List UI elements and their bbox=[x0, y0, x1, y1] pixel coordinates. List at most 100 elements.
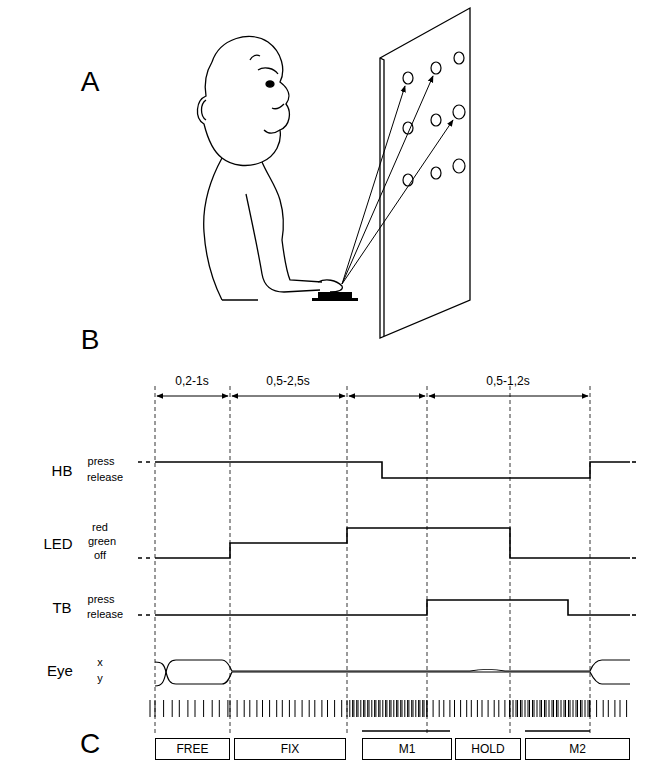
spike-tick bbox=[385, 700, 386, 717]
spike-tick bbox=[244, 700, 245, 717]
signal-label: release bbox=[87, 609, 123, 620]
spike-tick bbox=[400, 700, 401, 717]
reach-arrows bbox=[342, 76, 453, 284]
spike-tick bbox=[568, 700, 569, 717]
spike-tick bbox=[321, 700, 322, 717]
spike-raster bbox=[150, 700, 627, 717]
spike-tick bbox=[187, 700, 188, 717]
spike-tick bbox=[314, 700, 315, 717]
spike-tick bbox=[528, 700, 529, 717]
spike-tick bbox=[230, 700, 231, 717]
spike-tick bbox=[358, 700, 359, 717]
spike-tick bbox=[516, 700, 517, 717]
spike-tick bbox=[396, 700, 397, 717]
button-base bbox=[312, 298, 358, 301]
spike-tick bbox=[427, 700, 428, 717]
signal-label: HB bbox=[52, 463, 73, 478]
spike-tick bbox=[219, 700, 220, 717]
spike-tick bbox=[525, 700, 526, 717]
spike-tick bbox=[404, 700, 405, 717]
spike-tick bbox=[558, 700, 559, 717]
spike-tick bbox=[282, 700, 283, 717]
spike-tick bbox=[590, 700, 591, 717]
monkey-figure bbox=[197, 36, 342, 300]
spike-tick bbox=[509, 700, 510, 717]
spike-tick bbox=[389, 700, 390, 717]
spike-tick bbox=[391, 700, 392, 717]
spike-tick bbox=[582, 700, 583, 717]
spike-tick bbox=[419, 700, 420, 717]
spike-tick bbox=[374, 700, 375, 717]
spike-tick bbox=[262, 700, 263, 717]
spike-tick bbox=[570, 700, 571, 717]
spike-tick bbox=[564, 700, 565, 717]
spike-tick bbox=[439, 700, 440, 717]
spike-tick bbox=[172, 700, 173, 717]
home-button bbox=[318, 292, 352, 298]
signal-label: x bbox=[97, 657, 103, 668]
signal-label: release bbox=[87, 472, 123, 483]
eye-traces bbox=[155, 660, 630, 686]
panel-letter: C bbox=[80, 730, 100, 758]
signal-label: Eye bbox=[47, 663, 73, 678]
epoch-label: HOLD bbox=[471, 743, 504, 755]
epoch-box: FIX bbox=[234, 738, 346, 760]
spike-tick bbox=[237, 700, 238, 717]
signal-label: red bbox=[92, 522, 108, 533]
spike-tick bbox=[364, 700, 365, 717]
spike-tick bbox=[454, 700, 455, 717]
epoch-label: M2 bbox=[569, 743, 586, 755]
epoch-overlines bbox=[362, 730, 590, 731]
spike-tick bbox=[327, 700, 328, 717]
spike-tick bbox=[397, 700, 398, 717]
spike-tick bbox=[411, 700, 412, 717]
spike-tick bbox=[520, 700, 521, 717]
spike-tick bbox=[424, 700, 425, 717]
spike-tick bbox=[443, 700, 444, 717]
spike-tick bbox=[375, 700, 376, 717]
spike-tick bbox=[155, 700, 156, 717]
spike-tick bbox=[407, 700, 408, 717]
spike-tick bbox=[371, 700, 372, 717]
spike-tick bbox=[482, 700, 483, 717]
spike-tick bbox=[565, 700, 566, 717]
epoch-dividers bbox=[155, 386, 590, 735]
spike-tick bbox=[552, 700, 553, 717]
spike-tick bbox=[309, 700, 310, 717]
spike-tick bbox=[347, 700, 348, 717]
epoch-box: FREE bbox=[155, 738, 230, 760]
target-board bbox=[380, 8, 470, 338]
spike-tick bbox=[413, 700, 414, 717]
spike-tick bbox=[369, 700, 370, 717]
panel-letter: B bbox=[81, 326, 100, 354]
signal-label: press bbox=[88, 456, 115, 467]
spike-tick bbox=[349, 700, 350, 717]
spike-tick bbox=[386, 700, 387, 717]
epoch-box: HOLD bbox=[455, 738, 521, 760]
spike-tick bbox=[302, 700, 303, 717]
spike-tick bbox=[620, 700, 621, 717]
spike-tick bbox=[596, 700, 597, 717]
spike-tick bbox=[626, 700, 627, 717]
spike-tick bbox=[227, 700, 228, 717]
spike-tick bbox=[363, 700, 364, 717]
spike-tick bbox=[498, 700, 499, 717]
spike-tick bbox=[352, 700, 353, 717]
spike-tick bbox=[580, 700, 581, 717]
spike-tick bbox=[477, 700, 478, 717]
spike-tick bbox=[608, 700, 609, 717]
signal-label: off bbox=[94, 550, 106, 561]
spike-tick bbox=[356, 700, 357, 717]
signal-label: LED bbox=[43, 536, 72, 551]
spike-tick bbox=[256, 700, 257, 717]
spike-tick bbox=[510, 700, 511, 717]
epoch-label: M1 bbox=[399, 743, 416, 755]
spike-tick bbox=[585, 700, 586, 717]
spike-tick bbox=[556, 700, 557, 717]
spike-tick bbox=[163, 700, 164, 717]
spike-tick bbox=[334, 700, 335, 717]
spike-tick bbox=[553, 700, 554, 717]
spike-tick bbox=[517, 700, 518, 717]
spike-tick bbox=[195, 700, 196, 717]
interval-label: 0,2-1s bbox=[175, 375, 208, 387]
